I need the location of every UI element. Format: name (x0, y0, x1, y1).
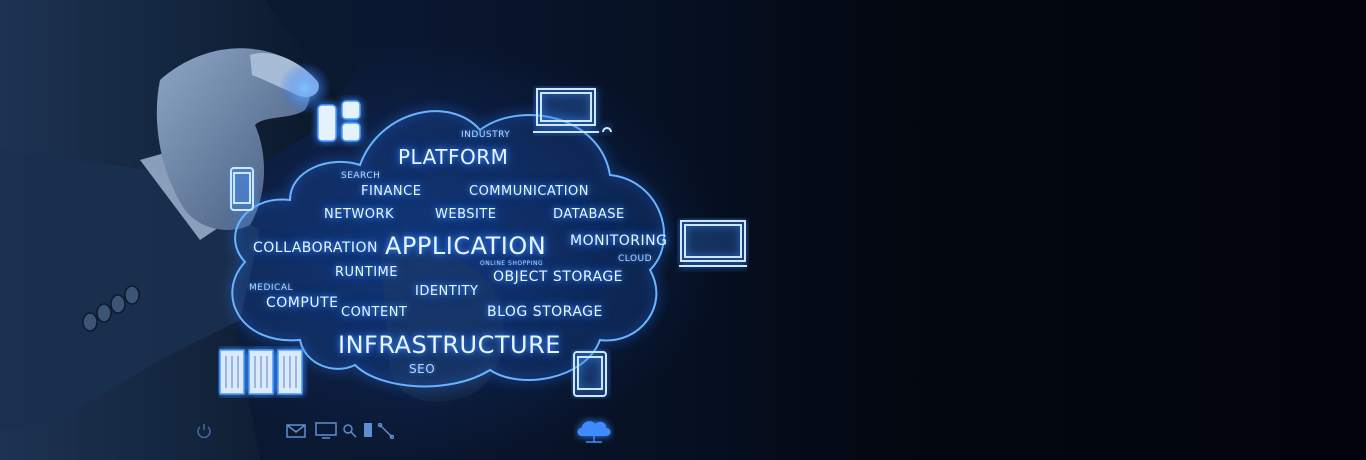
cloud-upload-icon (577, 421, 611, 443)
search-icon (343, 424, 357, 438)
word-runtime: RUNTIME (335, 265, 398, 280)
word-compute: COMPUTE (266, 295, 339, 311)
word-monitoring: MONITORING (570, 233, 668, 249)
word-identity: IDENTITY (415, 284, 479, 299)
word-industry: INDUSTRY (461, 130, 511, 140)
word-application: APPLICATION (385, 232, 547, 260)
tablet-icon (573, 351, 607, 397)
server-rack-icon (219, 349, 303, 395)
monitor-icon (679, 220, 747, 267)
database-cylinders-icon (317, 100, 361, 142)
word-platform: PLATFORM (398, 145, 509, 169)
phone-icon (364, 423, 372, 437)
word-medical: MEDICAL (249, 283, 293, 293)
word-collaboration: COLLABORATION (253, 240, 378, 256)
word-cloud: CLOUD (618, 254, 653, 264)
power-icon (197, 424, 211, 438)
word-website: WEBSITE (435, 207, 497, 222)
word-database: DATABASE (553, 207, 625, 222)
word-seo: SEO (409, 362, 436, 376)
word-search: SEARCH (341, 171, 381, 181)
word-network: NETWORK (324, 207, 395, 222)
word-finance: FINANCE (361, 184, 422, 199)
word-blog-storage: BLOG STORAGE (487, 304, 603, 320)
mail-icon (286, 424, 306, 438)
network-icon (378, 423, 394, 439)
word-object-storage: OBJECT STORAGE (493, 269, 624, 285)
smartphone-icon (230, 167, 254, 211)
laptop-icon (533, 88, 612, 133)
screen-icon (315, 422, 337, 439)
word-online-shopping: ONLINE SHOPPING (480, 260, 544, 267)
word-communication: COMMUNICATION (469, 184, 590, 199)
word-content: CONTENT (341, 305, 408, 320)
word-infrastructure: INFRASTRUCTURE (338, 331, 561, 359)
